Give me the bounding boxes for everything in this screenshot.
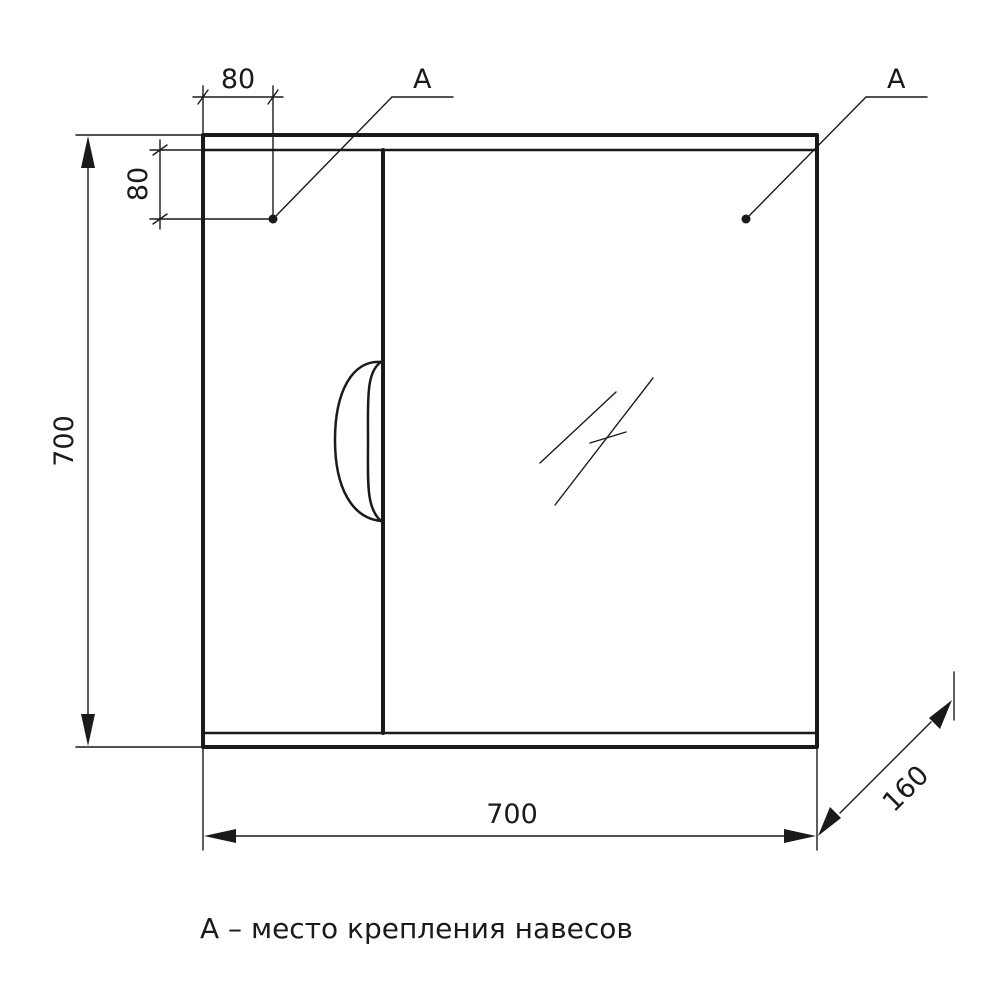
dim-height: 700 — [49, 134, 204, 748]
door-handle — [333, 360, 383, 523]
dim-text-depth: 160 — [877, 760, 935, 818]
dim-width: 700 — [202, 746, 818, 851]
dim-mount-offset-y: 80 — [123, 139, 274, 230]
mount-point-right: A — [741, 64, 928, 224]
dim-depth: 160 — [818, 671, 955, 836]
dim-mount-offset-x: 80 — [192, 64, 284, 220]
dim-text-offset-x: 80 — [221, 64, 255, 95]
callout-label-right: A — [887, 64, 906, 95]
mirror-glare — [539, 377, 654, 506]
callout-label-left: A — [413, 64, 432, 95]
legend-caption: А – место крепления навесов — [200, 912, 633, 945]
cabinet-outline — [201, 133, 819, 749]
dim-text-height: 700 — [49, 415, 80, 467]
cabinet-body — [201, 133, 819, 749]
dim-text-offset-y: 80 — [123, 167, 154, 201]
dim-text-width: 700 — [486, 799, 538, 830]
mount-point-left: A — [268, 64, 454, 224]
